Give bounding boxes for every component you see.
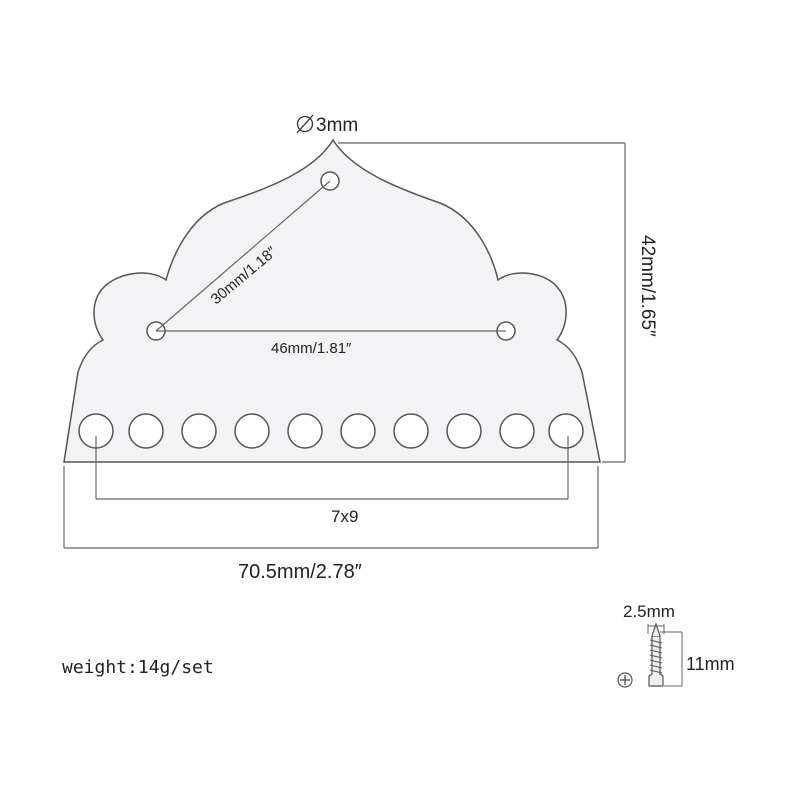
string-hole — [340, 413, 376, 449]
hole-diameter-label: 3mm — [316, 115, 358, 136]
height-dimension — [338, 142, 626, 463]
string-hole — [128, 413, 164, 449]
width-label: 70.5mm/2.78″ — [238, 561, 362, 583]
hole-span-label: 46mm/1.81″ — [271, 340, 352, 357]
string-hole — [287, 413, 323, 449]
string-hole — [548, 413, 584, 449]
weight-label: weight:14g/set — [62, 657, 214, 678]
string-span-label: 7x9 — [331, 507, 358, 526]
screw-diameter-label: 2.5mm — [623, 602, 675, 621]
string-hole — [393, 413, 429, 449]
string-span-dimension — [95, 436, 569, 500]
tailpiece-plate — [63, 138, 601, 463]
string-hole — [499, 413, 535, 449]
string-hole — [181, 413, 217, 449]
width-dimension — [63, 466, 599, 549]
screw-length-label: 11mm — [686, 654, 735, 674]
height-label: 42mm/1.65″ — [637, 235, 658, 337]
string-holes — [78, 413, 584, 449]
diameter-icon — [296, 114, 314, 134]
screw-illustration — [617, 622, 683, 688]
string-hole — [234, 413, 270, 449]
diagonal-dimension-line — [155, 180, 331, 332]
string-hole — [446, 413, 482, 449]
